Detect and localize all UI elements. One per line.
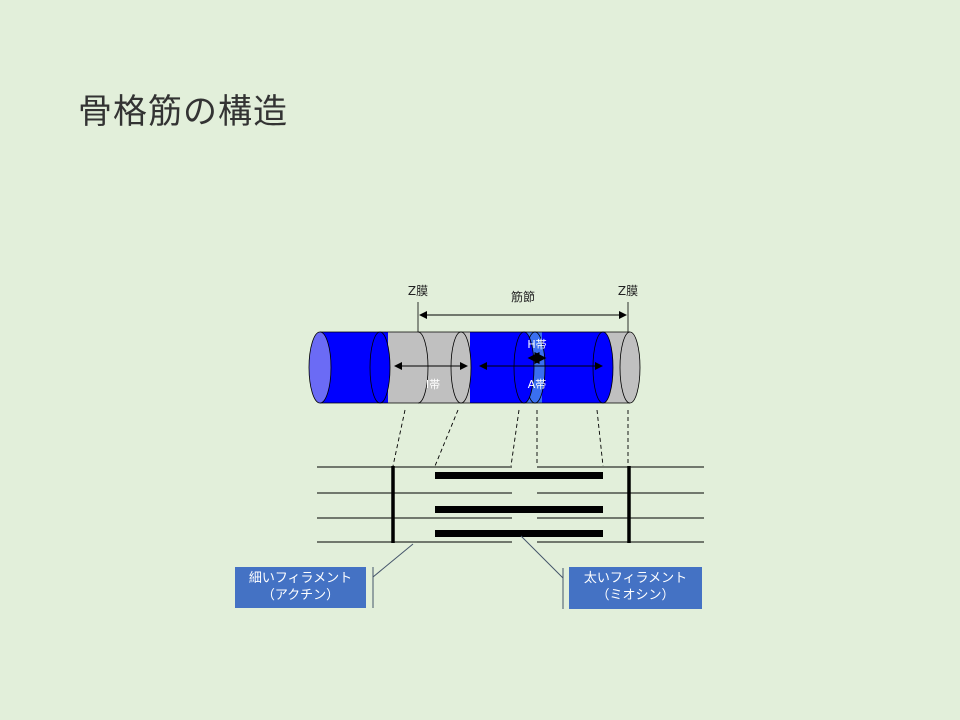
z-membrane-right-label: Z膜 xyxy=(618,284,638,298)
h-band-label: H帯 xyxy=(527,338,546,351)
thin-filament-callout: 細いフィラメント （アクチン） xyxy=(235,567,366,608)
thick-filament-callout: 太いフィラメント （ミオシン） xyxy=(569,567,702,609)
slide-title: 骨格筋の構造 xyxy=(78,92,288,132)
thin-filaments xyxy=(317,466,704,543)
thick-filaments xyxy=(435,472,603,537)
myofibril-cylinder xyxy=(308,331,641,404)
projection-lines xyxy=(392,409,629,467)
thin-callout-line2: （アクチン） xyxy=(261,588,340,603)
z-membrane-left-label: Z膜 xyxy=(408,284,428,298)
a-band-label: A帯 xyxy=(528,378,547,391)
thick-callout-line2: （ミオシン） xyxy=(596,588,675,603)
callout-connectors xyxy=(372,535,564,609)
sarcomere-label: 筋節 xyxy=(511,289,535,304)
thin-callout-line1: 細いフィラメント xyxy=(248,571,353,586)
i-band-label: I帯 xyxy=(426,378,440,391)
end-cap xyxy=(308,331,332,404)
thick-callout-line1: 太いフィラメント xyxy=(583,571,688,586)
